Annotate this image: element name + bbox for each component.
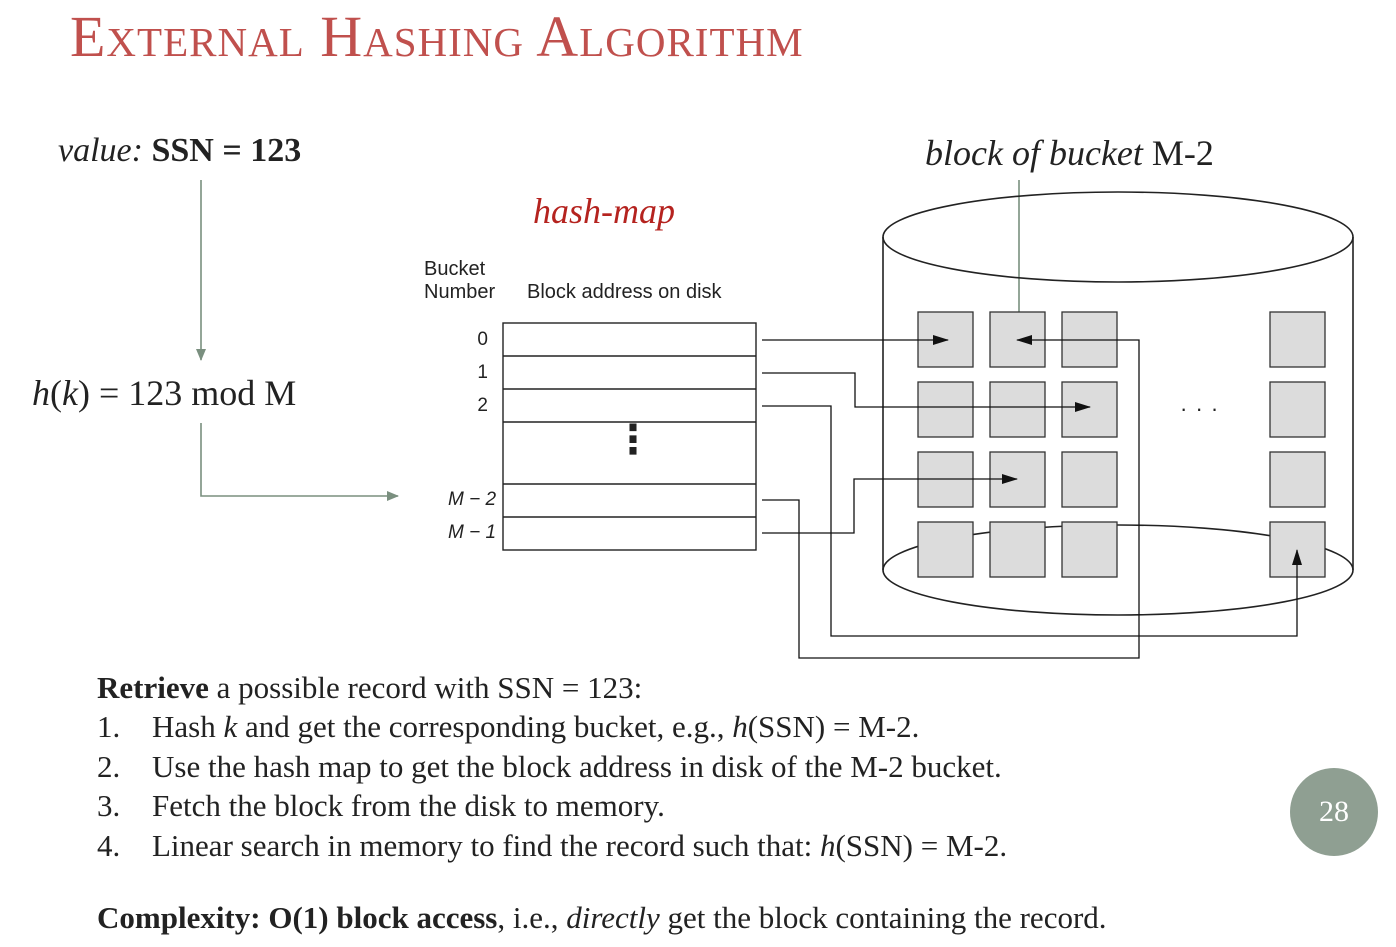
disk-block bbox=[1269, 381, 1326, 438]
step-item: 1. Hash k and get the corresponding bucke… bbox=[97, 707, 1007, 747]
disk-block bbox=[1269, 451, 1326, 508]
bucket-number: M − 2 bbox=[448, 489, 497, 510]
disk-block bbox=[917, 381, 974, 438]
hash-function-label: h(k) = 123 mod M bbox=[32, 373, 297, 413]
step-item: 4. Linear search in memory to find the re… bbox=[97, 826, 1007, 866]
retrieve-heading: Retrieve a possible record with SSN = 12… bbox=[97, 668, 642, 707]
retrieve-rest: a possible record with SSN = 123: bbox=[208, 670, 643, 705]
step-number: 1. bbox=[97, 709, 121, 744]
flow-arrow-hash-to-table bbox=[200, 423, 399, 501]
hash-table bbox=[502, 322, 757, 551]
block-label-italic: block of bucket bbox=[925, 133, 1143, 173]
disk-block bbox=[989, 381, 1046, 438]
step-text: Linear search in memory to find the reco… bbox=[152, 827, 820, 863]
bucket-number: M − 1 bbox=[448, 522, 497, 543]
step-text: (SSN) = M-2. bbox=[747, 709, 920, 744]
bucket-number-header: Bucket Number bbox=[424, 258, 495, 304]
block-label: block of bucket M-2 bbox=[925, 132, 1214, 174]
disk-blocks bbox=[917, 311, 1326, 578]
step-text: Hash bbox=[152, 709, 224, 744]
complexity-italic: directly bbox=[566, 900, 660, 935]
step-item: 3. Fetch the block from the disk to memor… bbox=[97, 786, 1007, 826]
bucket-number: 0 bbox=[477, 329, 488, 350]
hashmap-label: hash-map bbox=[533, 191, 675, 231]
step-text: h bbox=[732, 709, 748, 744]
table-ellipsis: ⋮ bbox=[613, 418, 653, 462]
value-prefix: value: bbox=[58, 132, 143, 169]
step-number: 2. bbox=[97, 748, 121, 784]
disk-block bbox=[1061, 381, 1118, 438]
disk-block bbox=[917, 521, 974, 578]
disk-block bbox=[989, 521, 1046, 578]
bucket-header-line1: Bucket bbox=[424, 258, 486, 280]
step-text: Use the hash map to get the block addres… bbox=[152, 748, 1002, 784]
step-text: Fetch the block from the disk to memory. bbox=[152, 788, 665, 823]
step-number: 4. bbox=[97, 827, 121, 863]
bucket-number: 1 bbox=[477, 362, 488, 383]
block-label-rest: M-2 bbox=[1142, 133, 1214, 173]
block-address-header: Block address on disk bbox=[527, 281, 722, 303]
complexity-mid: , i.e., bbox=[497, 900, 567, 935]
pointer-bucket-2 bbox=[762, 405, 1302, 637]
step-text: and get the corresponding bucket, e.g., bbox=[237, 709, 733, 744]
pointer-bucket-m-2 bbox=[762, 335, 1140, 659]
complexity-bold: Complexity: O(1) block access bbox=[97, 900, 498, 935]
retrieve-bold: Retrieve bbox=[97, 670, 209, 705]
complexity-line: Complexity: O(1) block access, i.e., dir… bbox=[97, 900, 1107, 936]
value-key: SSN = 123 bbox=[151, 132, 302, 169]
step-text: (SSN) = M-2. bbox=[835, 827, 1008, 863]
hash-fn-name: h bbox=[32, 373, 50, 413]
bucket-number: 2 bbox=[477, 395, 488, 416]
disk-block bbox=[1269, 311, 1326, 368]
retrieve-steps: 1. Hash k and get the corresponding bucke… bbox=[97, 707, 1007, 865]
pointer-bucket-1 bbox=[762, 372, 1091, 412]
step-item: 2. Use the hash map to get the block addr… bbox=[97, 747, 1007, 787]
bucket-header-line2: Number bbox=[424, 281, 496, 303]
page-number-badge: 28 bbox=[1290, 768, 1378, 856]
disk-block bbox=[1061, 521, 1118, 578]
value-label: value: SSN = 123 bbox=[58, 132, 301, 170]
complexity-rest: get the block containing the record. bbox=[659, 900, 1107, 935]
step-text: k bbox=[223, 709, 238, 744]
hash-fn-arg: k bbox=[62, 373, 78, 413]
hash-fn-rest: = 123 mod M bbox=[89, 373, 297, 413]
step-text: h bbox=[819, 827, 836, 863]
slide-title: External Hashing Algorithm bbox=[70, 4, 804, 69]
disk-block bbox=[1061, 451, 1118, 508]
pointer-bucket-m-1 bbox=[762, 474, 1018, 534]
disk-ellipsis: · · · bbox=[1180, 396, 1220, 421]
step-number: 3. bbox=[97, 788, 121, 823]
